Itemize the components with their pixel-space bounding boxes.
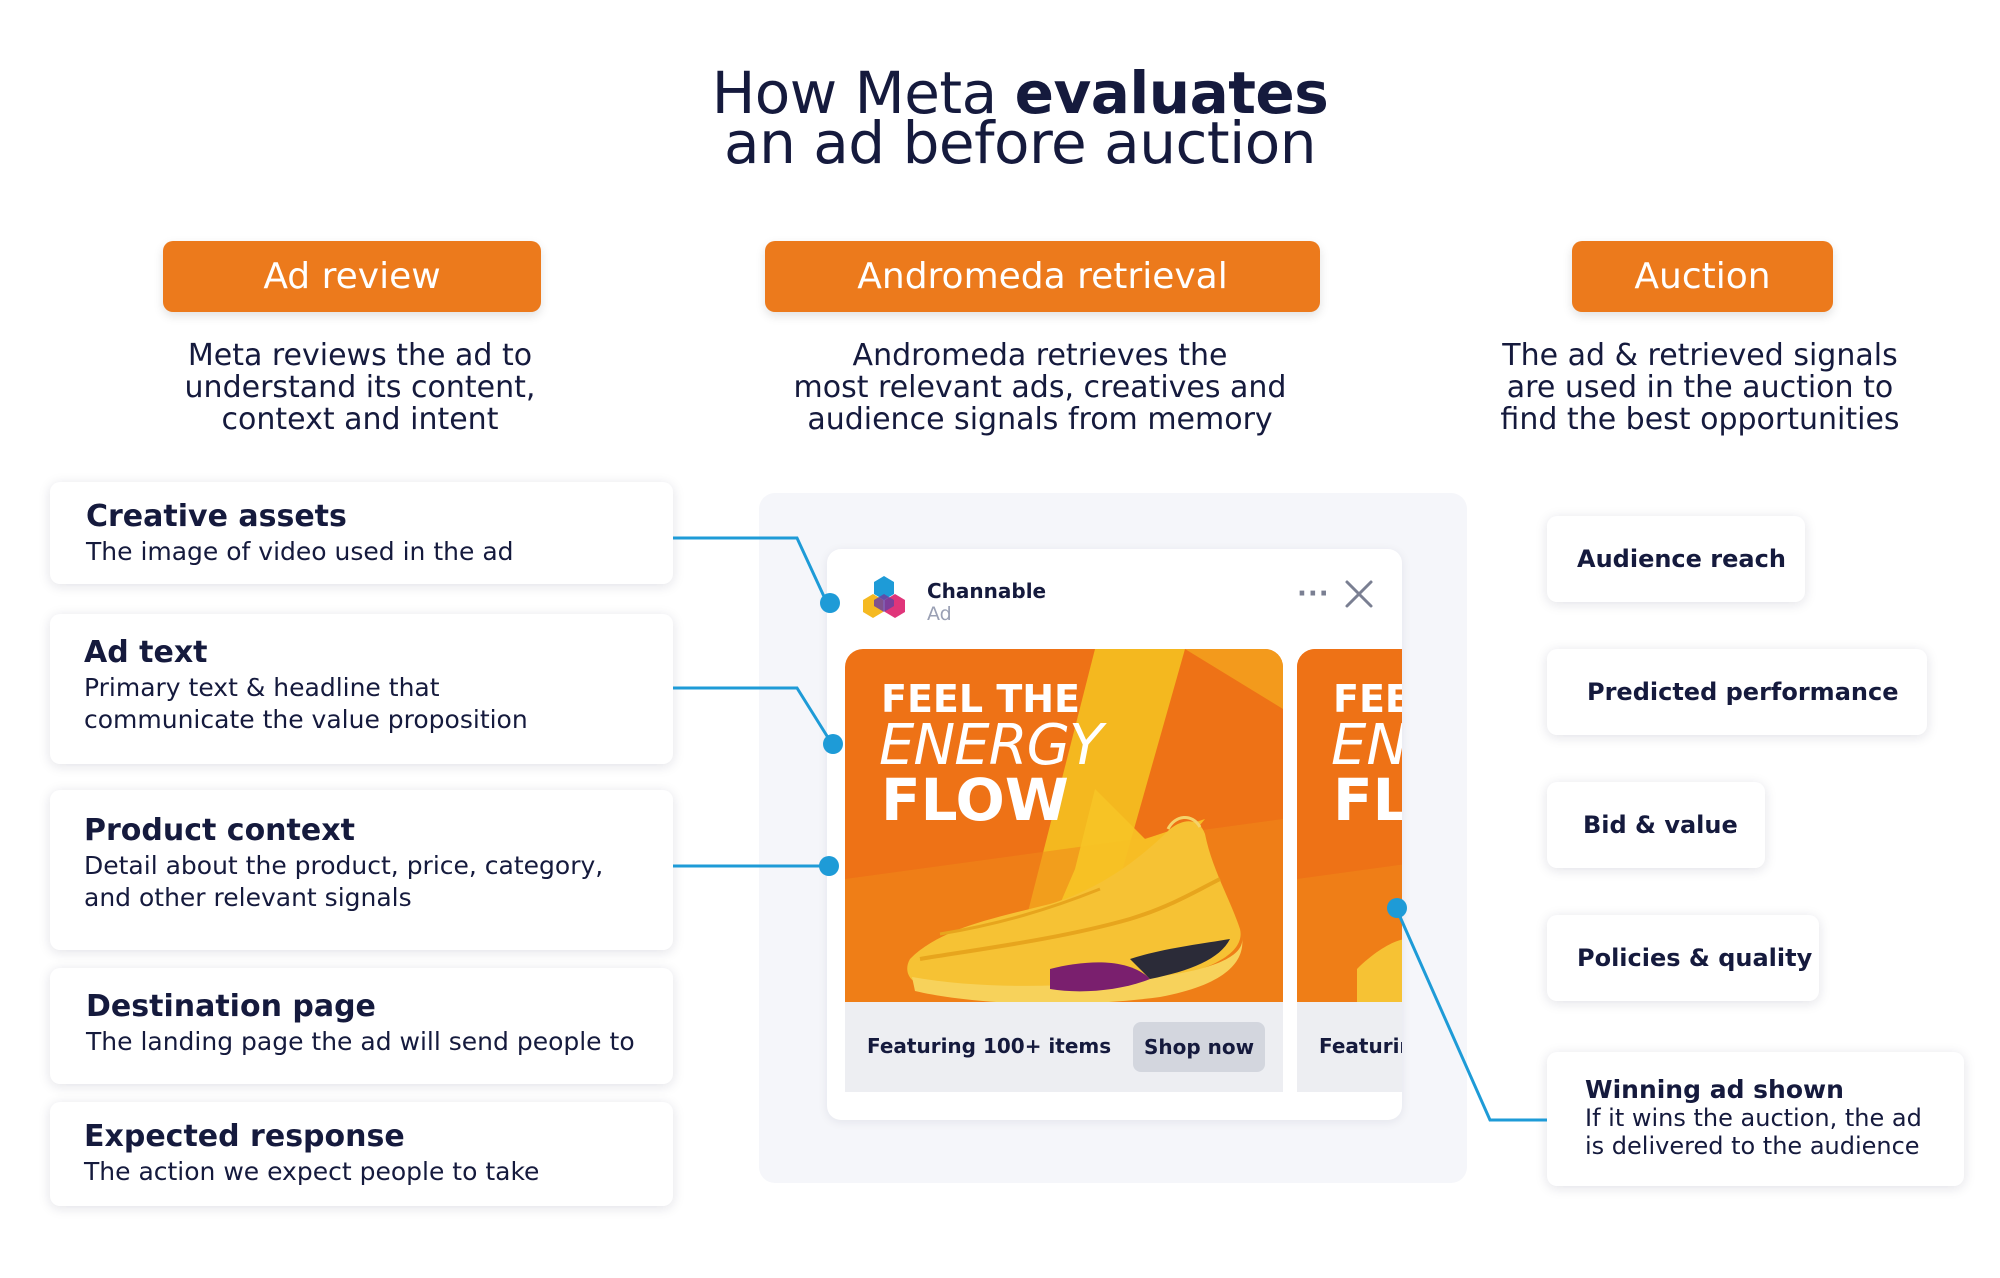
ad-creative-image[interactable]: FEEL THE ENERGY FLOW (845, 649, 1283, 1002)
review-card-title: Ad text (84, 635, 208, 670)
review-card-destination-page: Destination page The landing page the ad… (50, 968, 673, 1084)
close-icon[interactable] (1344, 579, 1374, 609)
review-card-expected-response: Expected response The action we expect p… (50, 1102, 673, 1206)
creative-headline-line-1: FEEL THE (881, 677, 1080, 721)
ad-footer-text: Featuring 100+ items (867, 1034, 1112, 1058)
more-dots-icon[interactable]: ··· (1297, 579, 1330, 609)
review-card-desc: Detail about the product, price, categor… (84, 851, 604, 880)
andromeda-retrieval-pill: Andromeda retrieval (765, 241, 1320, 312)
signal-label: Policies & quality (1577, 944, 1813, 972)
signal-audience-reach: Audience reach (1547, 516, 1805, 602)
auction-label: Auction (1634, 256, 1771, 297)
review-card-ad-text: Ad text Primary text & headline that com… (50, 614, 673, 764)
ad-review-desc-line: context and intent (221, 402, 499, 437)
review-card-title: Product context (84, 813, 355, 848)
review-card-desc: and other relevant signals (84, 883, 412, 912)
second-headline-line-1: FEE (1333, 677, 1402, 721)
signal-bid-value: Bid & value (1547, 782, 1765, 868)
ad-review-desc-line: Meta reviews the ad to (187, 338, 533, 373)
ad-review-description: Meta reviews the ad to understand its co… (120, 340, 600, 436)
ad-review-desc-line: understand its content, (184, 370, 536, 405)
title-bold: evaluates (1014, 59, 1329, 127)
creative-headline-line-2: ENERGY (879, 713, 1103, 778)
winning-ad-card: Winning ad shown If it wins the auction,… (1547, 1052, 1964, 1186)
auction-desc-line: The ad & retrieved signals (1502, 338, 1898, 373)
sneaker-illustration (907, 816, 1243, 1002)
second-headline-line-2: EN (1331, 713, 1402, 778)
review-card-title: Creative assets (86, 499, 347, 534)
ad-footer-bar: Featuring 100+ items Shop now (845, 1002, 1283, 1092)
title-line-2: an ad before auction (724, 109, 1316, 177)
review-card-title: Destination page (86, 989, 376, 1024)
andromeda-desc-line: Andromeda retrieves the (852, 338, 1228, 373)
ad-review-pill: Ad review (163, 241, 541, 312)
shop-now-button[interactable]: Shop now (1133, 1022, 1265, 1072)
winning-ad-title: Winning ad shown (1585, 1075, 1844, 1104)
review-card-desc: The action we expect people to take (84, 1157, 540, 1186)
andromeda-desc-line: most relevant ads, creatives and (793, 370, 1287, 405)
review-card-title: Expected response (84, 1119, 405, 1154)
title-part-1: How Meta (711, 59, 1015, 127)
review-card-desc: The image of video used in the ad (86, 537, 514, 566)
auction-pill: Auction (1572, 241, 1833, 312)
shop-now-label: Shop now (1143, 1035, 1255, 1059)
review-card-desc: communicate the value proposition (84, 705, 528, 734)
signal-label: Bid & value (1583, 811, 1738, 839)
winning-ad-desc: If it wins the auction, the ad (1585, 1104, 1922, 1132)
channable-logo-icon (863, 576, 905, 618)
auction-description: The ad & retrieved signals are used in t… (1460, 340, 1940, 436)
page-title: How Meta evaluates an ad before auction (0, 64, 2000, 177)
second-creative-image: FEE EN FL (1297, 649, 1402, 1002)
sponsored-label: Ad (927, 603, 952, 625)
signal-label: Audience reach (1577, 545, 1786, 573)
creative-headline-line-3: FLOW (881, 766, 1069, 834)
brand-name: Channable (927, 579, 1047, 603)
review-card-desc: The landing page the ad will send people… (86, 1027, 635, 1056)
second-ad-footer-bar: Featurin (1297, 1002, 1402, 1092)
andromeda-desc-line: audience signals from memory (807, 402, 1273, 437)
second-ad-footer-text: Featurin (1319, 1034, 1402, 1058)
signal-predicted-performance: Predicted performance (1547, 649, 1927, 735)
signal-policies-quality: Policies & quality (1547, 915, 1819, 1001)
second-headline-line-3: FL (1333, 766, 1402, 834)
ad-preview-card: Channable Ad ··· FEEL THE ENERGY FLOW Fe… (827, 549, 1402, 1120)
second-creative-background (1297, 649, 1402, 1002)
winning-ad-desc: is delivered to the audience (1585, 1132, 1920, 1160)
andromeda-retrieval-label: Andromeda retrieval (857, 256, 1228, 297)
auction-desc-line: are used in the auction to (1506, 370, 1894, 405)
ad-review-label: Ad review (263, 256, 441, 297)
signal-label: Predicted performance (1587, 678, 1899, 706)
review-card-product-context: Product context Detail about the product… (50, 790, 673, 950)
andromeda-description: Andromeda retrieves the most relevant ad… (760, 340, 1320, 436)
review-card-creative-assets: Creative assets The image of video used … (50, 482, 673, 584)
second-ad-creative[interactable]: FEE EN FL Featurin (1297, 649, 1402, 1092)
auction-desc-line: find the best opportunities (1500, 402, 1900, 437)
review-card-desc: Primary text & headline that (84, 673, 440, 702)
